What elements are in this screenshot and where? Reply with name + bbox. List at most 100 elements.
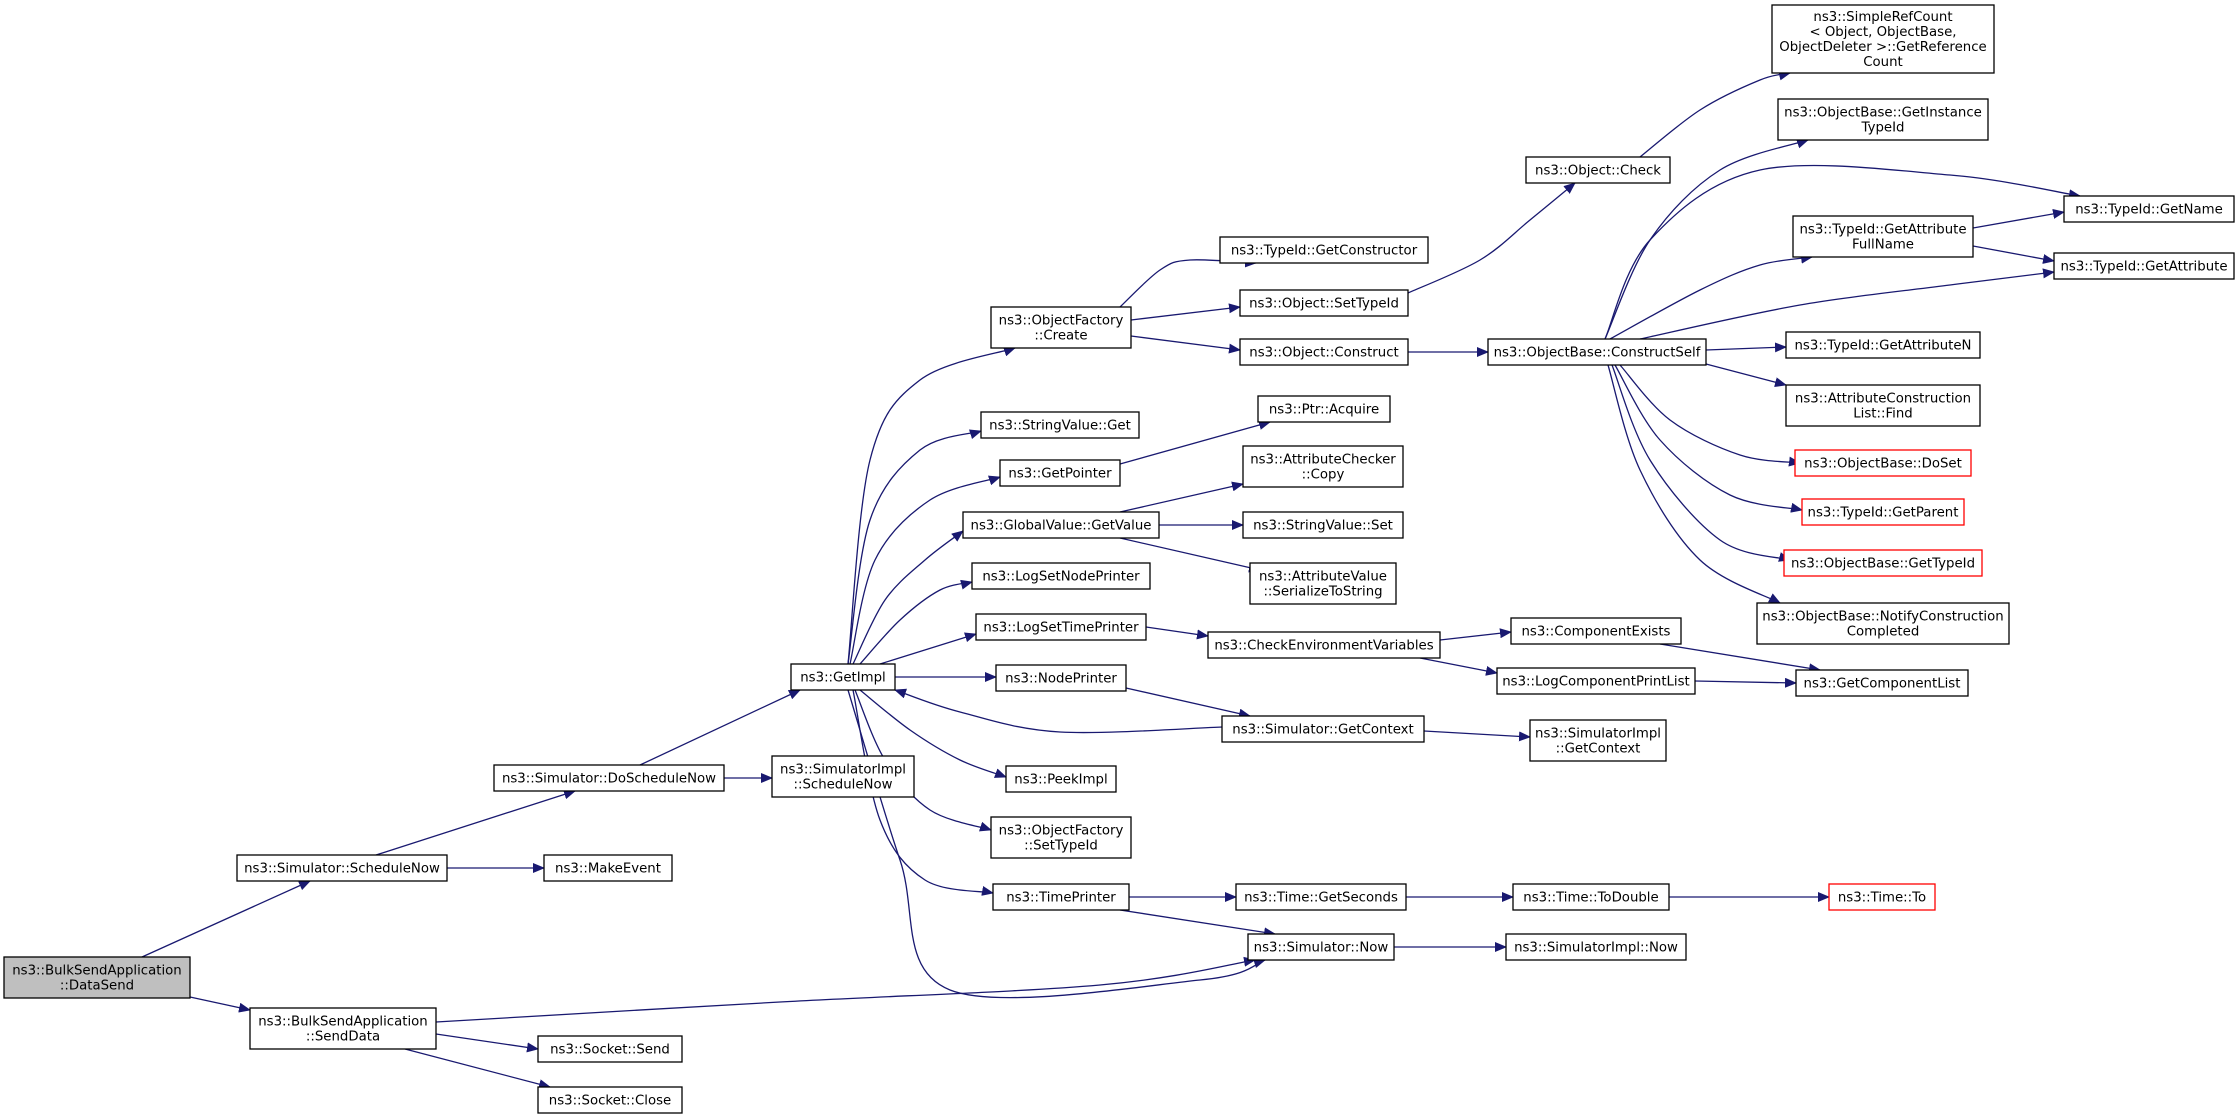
node-n35[interactable]: ns3::SimulatorImpl::GetContext	[1529, 719, 1667, 762]
node-label: ns3::ObjectBase::GetInstance	[1784, 106, 1982, 121]
edge-n28-n8	[894, 688, 1223, 734]
node-n12[interactable]: ns3::GetPointer	[999, 459, 1121, 487]
node-n24[interactable]: ns3::AttributeChecker::Copy	[1242, 445, 1404, 488]
node-n8[interactable]: ns3::GetImpl	[790, 663, 896, 691]
node-label: ns3::AttributeValue	[1259, 570, 1387, 585]
node-n29[interactable]: ns3::Time::GetSeconds	[1235, 883, 1407, 911]
node-label: ns3::StringValue::Get	[989, 419, 1131, 434]
node-label: ns3::Object::Check	[1535, 164, 1661, 179]
node-n20[interactable]: ns3::TypeId::GetConstructor	[1219, 236, 1429, 264]
edge-n8-n13	[852, 530, 964, 665]
node-n26[interactable]: ns3::AttributeValue::SerializeToString	[1249, 562, 1397, 605]
node-n27[interactable]: ns3::CheckEnvironmentVariables	[1207, 631, 1441, 659]
node-n23[interactable]: ns3::Ptr::Acquire	[1257, 395, 1391, 423]
node-n46[interactable]: ns3::ObjectBase::NotifyConstructionCompl…	[1756, 602, 2010, 645]
node-box	[971, 562, 1151, 590]
edge-layer	[141, 70, 2081, 1090]
node-n15[interactable]: ns3::LogSetTimePrinter	[975, 613, 1147, 641]
node-label: ns3::Simulator::Now	[1254, 941, 1389, 956]
node-box	[2063, 195, 2235, 223]
edge-n1-n2	[141, 880, 311, 958]
node-box	[980, 411, 1140, 439]
node-label: ns3::Socket::Close	[549, 1094, 671, 1109]
node-n19[interactable]: ns3::TimePrinter	[992, 883, 1130, 911]
node-n5[interactable]: ns3::MakeEvent	[543, 854, 673, 882]
node-n1[interactable]: ns3::BulkSendApplication::DataSend	[3, 956, 191, 999]
node-n32[interactable]: ns3::ObjectBase::ConstructSelf	[1487, 338, 1707, 366]
node-box	[537, 1035, 683, 1063]
edge-n19-n30	[1119, 909, 1276, 938]
node-label: ns3::StringValue::Set	[1253, 519, 1393, 534]
node-n7[interactable]: ns3::Socket::Close	[537, 1086, 683, 1114]
node-label: ::GetContext	[1556, 742, 1641, 757]
node-box	[3, 956, 191, 999]
node-n9[interactable]: ns3::SimulatorImpl::ScheduleNow	[771, 755, 915, 798]
node-box	[1487, 338, 1707, 366]
node-label: Count	[1863, 55, 1903, 70]
node-box	[1512, 883, 1670, 911]
node-n21[interactable]: ns3::Object::SetTypeId	[1239, 289, 1409, 317]
node-n28[interactable]: ns3::Simulator::GetContext	[1221, 715, 1425, 743]
edge-n12-n23	[1119, 420, 1271, 465]
node-label: ns3::GlobalValue::GetValue	[971, 519, 1152, 534]
node-label: ns3::Simulator::DoScheduleNow	[502, 772, 716, 787]
node-label: ns3::SimulatorImpl	[780, 763, 906, 778]
node-n50[interactable]: ns3::TypeId::GetAttribute	[2053, 252, 2235, 280]
node-n17[interactable]: ns3::PeekImpl	[1005, 765, 1117, 793]
node-box	[1505, 933, 1687, 961]
node-box	[1496, 667, 1696, 695]
node-box	[1828, 883, 1936, 911]
node-n37[interactable]: ns3::SimulatorImpl::Now	[1505, 933, 1687, 961]
node-n33[interactable]: ns3::ComponentExists	[1510, 617, 1682, 645]
node-n25[interactable]: ns3::StringValue::Set	[1242, 511, 1404, 539]
node-n48[interactable]: ns3::Time::To	[1828, 883, 1936, 911]
edge-n31-n38	[1639, 70, 1791, 158]
node-n45[interactable]: ns3::ObjectBase::GetTypeId	[1783, 549, 1983, 577]
node-label: ns3::BulkSendApplication	[12, 964, 182, 979]
edge-n13-n26	[1119, 537, 1261, 573]
node-label: TypeId	[1861, 121, 1905, 136]
node-n30[interactable]: ns3::Simulator::Now	[1247, 933, 1395, 961]
node-n34[interactable]: ns3::LogComponentPrintList	[1496, 667, 1696, 695]
node-label: ns3::AttributeChecker	[1250, 453, 1396, 468]
node-box	[537, 1086, 683, 1114]
node-n3[interactable]: ns3::BulkSendApplication::SendData	[249, 1007, 437, 1050]
node-n2[interactable]: ns3::Simulator::ScheduleNow	[236, 854, 448, 882]
node-box	[992, 883, 1130, 911]
node-box	[1794, 449, 1972, 477]
node-box	[1756, 602, 2010, 645]
node-n22[interactable]: ns3::Object::Construct	[1239, 338, 1409, 366]
node-label: ns3::Simulator::ScheduleNow	[244, 862, 440, 877]
node-n36[interactable]: ns3::Time::ToDouble	[1512, 883, 1670, 911]
node-n16[interactable]: ns3::NodePrinter	[995, 664, 1127, 692]
node-n44[interactable]: ns3::TypeId::GetParent	[1801, 498, 1965, 526]
node-n6[interactable]: ns3::Socket::Send	[537, 1035, 683, 1063]
node-label: < Object, ObjectBase,	[1809, 25, 1956, 40]
node-n11[interactable]: ns3::StringValue::Get	[980, 411, 1140, 439]
edge-n8-n15	[879, 632, 977, 665]
node-label: List::Find	[1853, 407, 1912, 422]
node-n18[interactable]: ns3::ObjectFactory::SetTypeId	[990, 816, 1132, 859]
node-box	[1771, 4, 1995, 74]
node-label: ns3::CheckEnvironmentVariables	[1214, 639, 1433, 654]
node-label: ns3::GetComponentList	[1804, 677, 1961, 692]
node-n43[interactable]: ns3::ObjectBase::DoSet	[1794, 449, 1972, 477]
node-n14[interactable]: ns3::LogSetNodePrinter	[971, 562, 1151, 590]
node-label: ns3::ObjectBase::DoSet	[1804, 457, 1962, 472]
node-n10[interactable]: ns3::ObjectFactory::Create	[990, 306, 1132, 349]
node-n13[interactable]: ns3::GlobalValue::GetValue	[962, 511, 1160, 539]
node-n38[interactable]: ns3::SimpleRefCount< Object, ObjectBase,…	[1771, 4, 1995, 74]
edge-n32-n49	[1604, 164, 2081, 340]
node-label: ns3::LogSetNodePrinter	[982, 570, 1140, 585]
node-n49[interactable]: ns3::TypeId::GetName	[2063, 195, 2235, 223]
node-n31[interactable]: ns3::Object::Check	[1525, 156, 1671, 184]
node-label: ns3::TypeId::GetName	[2075, 203, 2223, 218]
node-label: ns3::LogSetTimePrinter	[983, 621, 1139, 636]
edge-n3-n7	[404, 1048, 551, 1090]
node-n4[interactable]: ns3::Simulator::DoScheduleNow	[493, 764, 725, 792]
node-n41[interactable]: ns3::TypeId::GetAttributeN	[1785, 331, 1981, 359]
node-n47[interactable]: ns3::GetComponentList	[1795, 669, 1969, 697]
